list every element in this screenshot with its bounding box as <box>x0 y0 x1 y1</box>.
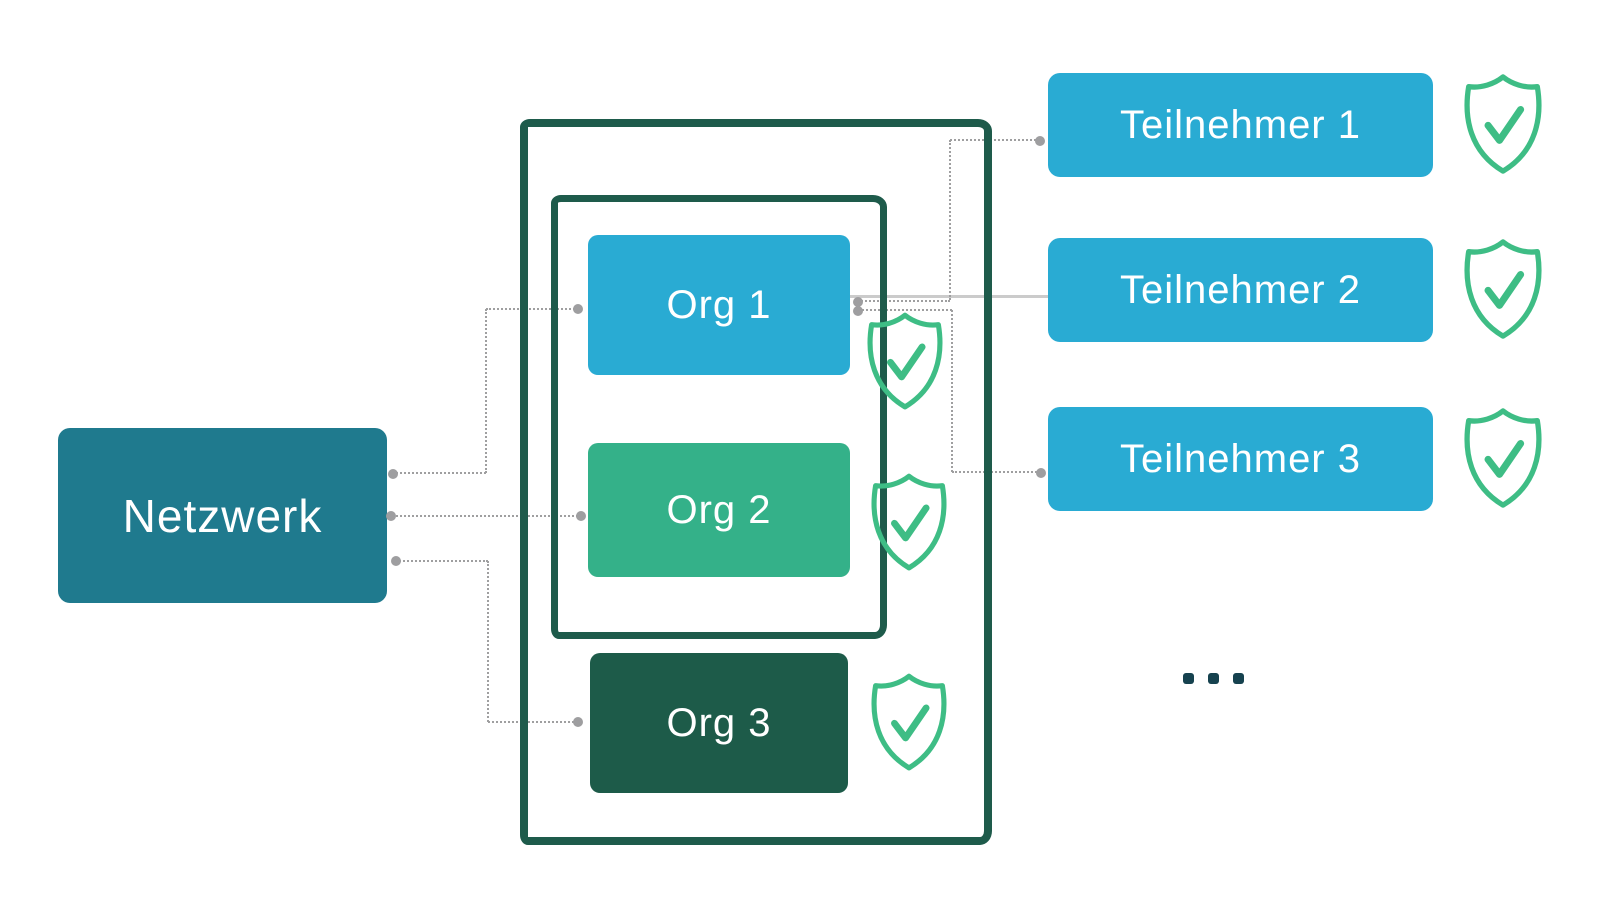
shield-check-icon <box>862 311 948 412</box>
connector-org1-teilnehmer1-seg1 <box>858 300 950 302</box>
shield-check-icon <box>1459 406 1547 511</box>
connector-endpoint-dot <box>386 511 396 521</box>
teilnehmer2-node: Teilnehmer 2 <box>1048 238 1433 342</box>
connector-endpoint-dot <box>853 297 863 307</box>
teilnehmer2-label: Teilnehmer 2 <box>1119 267 1361 312</box>
connector-netzwerk-org1-seg2 <box>485 309 487 473</box>
inner-channel-frame <box>551 195 887 639</box>
connector-netzwerk-org1-seg3 <box>486 308 578 310</box>
connector-endpoint-dot <box>1035 136 1045 146</box>
teilnehmer3-node: Teilnehmer 3 <box>1048 407 1433 511</box>
connector-endpoint-dot <box>1036 468 1046 478</box>
connector-netzwerk-org3-seg3 <box>488 721 578 723</box>
connector-org1-teilnehmer1-seg2 <box>949 140 951 300</box>
ellipsis-dot <box>1183 673 1194 684</box>
org2-label: Org 2 <box>666 487 772 532</box>
ellipsis-dot <box>1233 673 1244 684</box>
more-participants-ellipsis: ... <box>1183 673 1244 684</box>
connector-netzwerk-org3-seg2 <box>487 561 489 722</box>
shield-check-icon <box>1459 237 1547 342</box>
org1-label: Org 1 <box>666 282 772 327</box>
ellipsis-dot <box>1208 673 1219 684</box>
connector-endpoint-dot <box>391 556 401 566</box>
connector-endpoint-dot <box>576 511 586 521</box>
connector-netzwerk-org3-seg1 <box>396 560 488 562</box>
teilnehmer3-label: Teilnehmer 3 <box>1119 436 1361 481</box>
shield-check-icon <box>866 472 952 573</box>
outer-network-frame <box>520 119 992 845</box>
org2-node: Org 2 <box>588 443 850 577</box>
netzwerk-node: Netzwerk <box>58 428 387 603</box>
connector-org1-teilnehmer3-seg2 <box>951 310 953 472</box>
shield-check-icon <box>1459 72 1547 177</box>
connector-org1-teilnehmer1-seg3 <box>950 139 1040 141</box>
teilnehmer1-node: Teilnehmer 1 <box>1048 73 1433 177</box>
connector-endpoint-dot <box>388 469 398 479</box>
connector-netzwerk-org2 <box>391 515 582 517</box>
connector-endpoint-dot <box>573 304 583 314</box>
connector-endpoint-dot <box>853 306 863 316</box>
connector-org1-teilnehmer3-seg3 <box>952 471 1041 473</box>
org3-label: Org 3 <box>666 700 772 745</box>
org3-node: Org 3 <box>590 653 848 793</box>
netzwerk-label: Netzwerk <box>122 489 323 542</box>
connector-netzwerk-org1-seg1 <box>393 472 486 474</box>
shield-check-icon <box>866 672 952 773</box>
teilnehmer1-label: Teilnehmer 1 <box>1119 102 1361 147</box>
connector-endpoint-dot <box>573 717 583 727</box>
connector-org1-teilnehmer3-seg1 <box>858 309 952 311</box>
org1-node: Org 1 <box>588 235 850 375</box>
